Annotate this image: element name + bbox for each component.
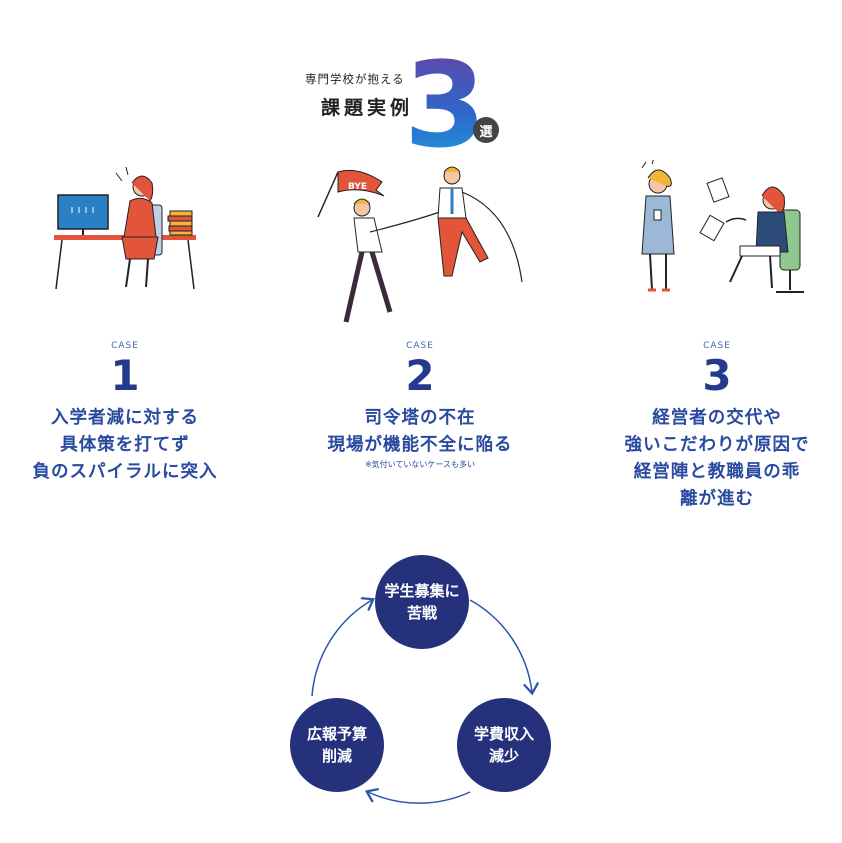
arrow-right-to-left <box>368 792 471 804</box>
monitor-icon <box>57 194 109 230</box>
case-title-line: 入学者減に対する <box>51 408 199 428</box>
case-label: CASE <box>111 341 139 351</box>
case-number: 2 <box>405 351 435 400</box>
case-note: ※気付いていないケースも多い <box>364 460 476 469</box>
cycle-node-pr-budget: 広報予算 削減 <box>290 698 384 792</box>
case-2: CASE 2 司令塔の不在 現場が機能不全に陥る ※気付いていないケースも多い <box>300 341 540 470</box>
case-title: 司令塔の不在 現場が機能不全に陥る <box>300 405 540 459</box>
flag-icon <box>337 169 385 197</box>
svg-text:BYE: BYE <box>348 182 367 192</box>
case-title-line: 具体策を打てず <box>60 435 190 455</box>
header-number-text: 3 <box>404 36 486 153</box>
cycle-node-tuition: 学費収入 減少 <box>457 698 551 792</box>
case-title-line: 経営陣と教職員の乖 <box>633 462 801 482</box>
header-number-3: 3 <box>404 36 486 153</box>
case1-illustration <box>54 166 196 290</box>
case-label: CASE <box>703 341 731 351</box>
arrow-left-to-top <box>311 600 372 697</box>
case-title-line: 経営者の交代や <box>652 408 782 428</box>
case-label: CASE <box>406 341 434 351</box>
header-title: 課題実例 <box>321 97 414 119</box>
arrow-top-to-right <box>469 599 532 692</box>
case-3: CASE 3 経営者の交代や 強いこだわりが原因で 経営陣と教職員の乖 離が進む <box>597 341 837 513</box>
cycle-arrows <box>311 548 570 804</box>
cycle-node-recruitment: 学生募集に 苦戦 <box>375 555 469 649</box>
case-title-line: 負のスパイラルに突入 <box>32 462 218 482</box>
case-1: CASE 1 入学者減に対する 具体策を打てず 負のスパイラルに突入 <box>5 341 245 486</box>
case2-illustration: BYE <box>317 166 523 323</box>
case-title-line: 司令塔の不在 <box>364 408 476 428</box>
header-subtitle: 専門学校が抱える <box>305 72 405 86</box>
case-title-line: 現場が機能不全に陥る <box>327 435 513 455</box>
selection-badge: 選 <box>473 117 499 143</box>
case-title: 経営者の交代や 強いこだわりが原因で 経営陣と教職員の乖 離が進む <box>597 405 837 513</box>
case-number: 1 <box>110 351 140 400</box>
case-title-line: 離が進む <box>680 489 754 509</box>
case-title-line: 強いこだわりが原因で <box>624 435 810 455</box>
case3-illustration <box>641 160 804 293</box>
case-number: 3 <box>702 351 732 400</box>
case-title: 入学者減に対する 具体策を打てず 負のスパイラルに突入 <box>5 405 245 486</box>
